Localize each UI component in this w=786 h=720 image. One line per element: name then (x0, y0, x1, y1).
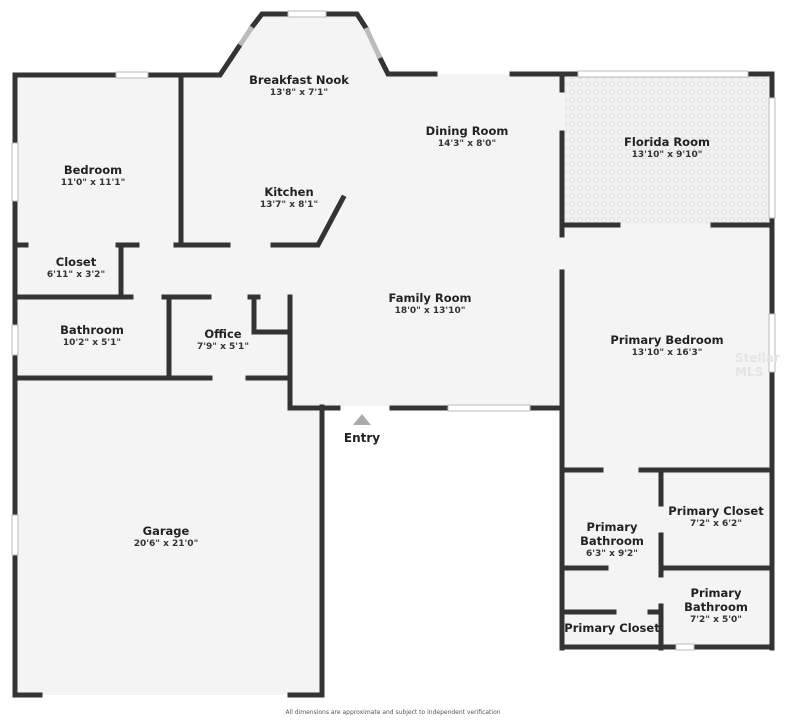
room-dimensions: 14'3" x 8'0" (437, 139, 497, 149)
room-label-kitchen: Kitchen 13'7" x 8'1" (260, 185, 318, 211)
room-label-bathroom: Bathroom 10'2" x 5'1" (60, 323, 124, 349)
room-label-office: Office 7'9" x 5'1" (197, 327, 249, 353)
florida-room-tile (565, 77, 770, 224)
floor-fill (15, 14, 772, 695)
room-label-breakfast-nook: Breakfast Nook 13'8" x 7'1" (249, 73, 349, 99)
room-name: Bathroom (60, 323, 124, 337)
room-name: Office (204, 327, 242, 341)
room-name: Primary Bedroom (610, 333, 724, 347)
room-label-dining-room: Dining Room 14'3" x 8'0" (426, 124, 509, 150)
room-label-primary-bathroom-1: Primary Bathroom 6'3" x 9'2" (567, 520, 657, 560)
room-name: Florida Room (624, 135, 710, 149)
room-name: Closet (55, 255, 97, 269)
room-dimensions: 13'10" x 16'3" (631, 348, 703, 358)
room-dimensions: 7'2" x 6'2" (689, 519, 743, 529)
room-dimensions: 10'2" x 5'1" (62, 338, 122, 348)
room-label-closet: Closet 6'11" x 3'2" (47, 255, 105, 281)
room-dimensions: 20'6" x 21'0" (133, 539, 199, 549)
room-label-garage: Garage 20'6" x 21'0" (134, 524, 199, 550)
room-dimensions: 13'10" x 9'10" (631, 150, 703, 160)
room-label-family-room: Family Room 18'0" x 13'10" (389, 291, 472, 317)
room-name: Family Room (388, 291, 472, 305)
watermark: Stellar MLS (735, 351, 780, 379)
room-label-primary-bathroom-2: Primary Bathroom 7'2" x 5'0" (671, 586, 761, 626)
room-name: Bedroom (63, 163, 123, 177)
room-label-florida-room: Florida Room 13'10" x 9'10" (624, 135, 710, 161)
room-label-primary-closet-1: Primary Closet 7'2" x 6'2" (668, 504, 763, 530)
disclaimer: All dimensions are approximate and subje… (285, 709, 501, 716)
room-name: Primary Closet (668, 504, 764, 518)
room-dimensions: 6'11" x 3'2" (46, 270, 106, 280)
room-name: Primary Bathroom (684, 586, 748, 614)
room-name: Primary Bathroom (580, 520, 644, 548)
room-name: Primary Closet (564, 621, 660, 635)
entry-arrow-icon (353, 414, 371, 425)
room-dimensions: 13'8" x 7'1" (269, 88, 329, 98)
room-name: Dining Room (425, 124, 509, 138)
room-label-bedroom: Bedroom 11'0" x 11'1" (61, 163, 126, 189)
room-dimensions: 11'0" x 11'1" (60, 178, 126, 188)
room-label-primary-closet-2: Primary Closet (564, 621, 659, 635)
room-dimensions: 7'9" x 5'1" (196, 342, 250, 352)
room-name: Garage (142, 524, 190, 538)
room-label-primary-bedroom: Primary Bedroom 13'10" x 16'3" (610, 333, 723, 359)
entry-marker: Entry (344, 414, 380, 445)
room-dimensions: 7'2" x 5'0" (689, 615, 742, 625)
room-name: Breakfast Nook (249, 73, 349, 87)
room-dimensions: 6'3" x 9'2" (585, 549, 638, 559)
room-name: Kitchen (264, 185, 314, 199)
entry-label: Entry (343, 431, 381, 445)
windows (11, 10, 776, 651)
room-dimensions: 18'0" x 13'10" (394, 306, 466, 316)
room-dimensions: 13'7" x 8'1" (259, 200, 319, 210)
walls (12, 11, 775, 698)
